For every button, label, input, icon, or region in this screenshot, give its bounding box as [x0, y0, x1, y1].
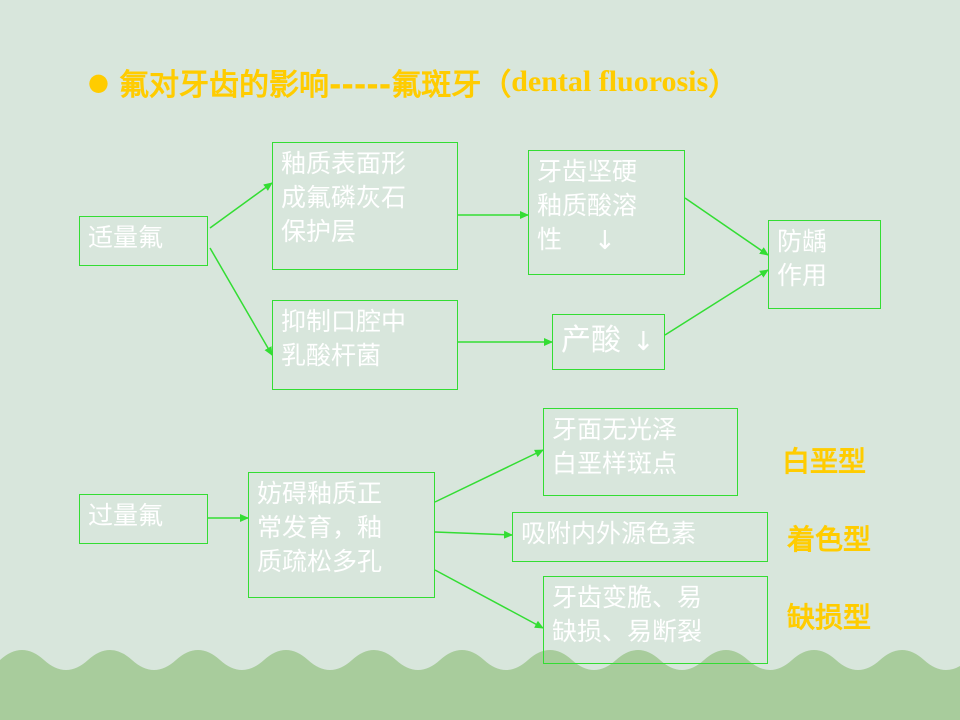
box-line: 白垩样斑点 — [552, 449, 678, 478]
down-arrow-icon: ↓ — [593, 226, 616, 256]
box-line-text: 产酸 — [561, 323, 621, 358]
arrow-interfere-to-chalky — [434, 449, 544, 503]
box-line: 性 ↓ — [537, 223, 676, 257]
arrow-interfere-to-brittle — [434, 569, 544, 629]
arrow-moderate-to-inhibit — [209, 247, 273, 356]
box-line: 缺损、易断裂 — [552, 617, 703, 646]
box-line: 妨碍釉质正 — [257, 479, 383, 508]
box-line-text: 性 — [537, 225, 563, 254]
box-text: 过量氟 — [88, 501, 164, 530]
slide-title: ● 氟对牙齿的影响-----氟斑牙（ dental fluorosis ） — [88, 62, 739, 103]
box-moderate-fluoride: 适量氟 — [79, 216, 208, 266]
box-line: 釉质表面形 — [281, 149, 407, 178]
box-line: 牙面无光泽 — [552, 415, 678, 444]
arrow-interfere-to-pigment — [434, 530, 513, 539]
box-line: 质疏松多孔 — [257, 547, 383, 576]
box-line: 保护层 — [281, 217, 357, 246]
title-chinese: 氟对牙齿的影响-----氟斑牙（ — [118, 68, 512, 103]
title-english: dental fluorosis — [511, 65, 709, 98]
box-interfere-development: 妨碍釉质正 常发育，釉 质疏松多孔 — [248, 472, 435, 598]
arrow-hardness-to-anticaries — [684, 197, 769, 256]
box-line: 成氟磷灰石 — [281, 183, 407, 212]
label-stained-type: 着色型 — [787, 523, 872, 556]
box-line: 牙齿坚硬 — [537, 157, 638, 186]
box-enamel-surface: 釉质表面形 成氟磷灰石 保护层 — [272, 142, 458, 270]
box-line: 作用 — [777, 261, 828, 290]
box-brittle: 牙齿变脆、易 缺损、易断裂 — [543, 576, 768, 664]
box-anticaries: 防龋 作用 — [768, 220, 881, 309]
label-defect-type: 缺损型 — [787, 601, 872, 634]
down-arrow-icon: ↓ — [632, 326, 655, 357]
box-line: 牙齿变脆、易 — [552, 583, 703, 612]
bullet-icon: ● — [88, 68, 109, 96]
box-pigment: 吸附内外源色素 — [512, 512, 768, 562]
box-line: 常发育，釉 — [257, 513, 383, 542]
box-text: 适量氟 — [88, 223, 164, 252]
box-excess-fluoride: 过量氟 — [79, 494, 208, 544]
label-chalky-type: 白垩型 — [782, 445, 867, 478]
box-hardness: 牙齿坚硬 釉质酸溶 性 ↓ — [528, 150, 685, 275]
box-line: 乳酸杆菌 — [281, 341, 382, 370]
box-line: 抑制口腔中 — [281, 307, 407, 336]
title-close-paren: ） — [708, 68, 739, 103]
wave-shape — [0, 650, 960, 720]
box-inhibit-bacteria: 抑制口腔中 乳酸杆菌 — [272, 300, 458, 390]
box-acid: 产酸 ↓ — [552, 314, 665, 370]
box-chalky-spots: 牙面无光泽 白垩样斑点 — [543, 408, 738, 496]
box-text: 吸附内外源色素 — [521, 519, 697, 548]
arrow-moderate-to-enamel — [209, 182, 273, 229]
arrow-acid-to-anticaries — [664, 269, 769, 336]
box-line: 釉质酸溶 — [537, 191, 638, 220]
box-line: 防龋 — [777, 227, 828, 256]
